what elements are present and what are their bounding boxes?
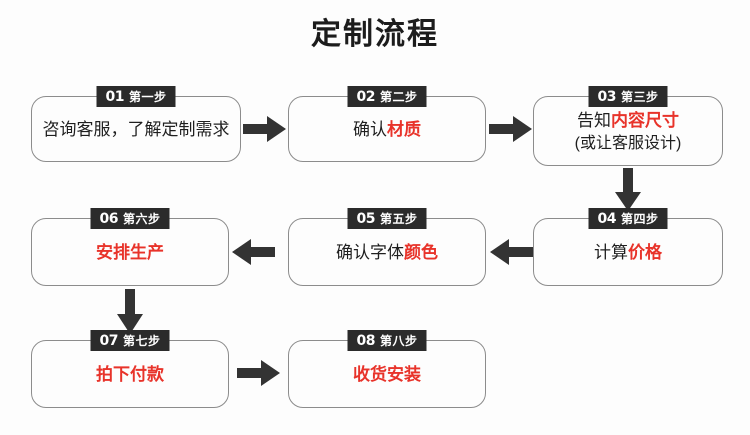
step-text-accent-02: 材质	[387, 119, 421, 139]
arrow-step1-to-step2	[243, 114, 287, 144]
arrow-step7-to-step8	[237, 358, 281, 388]
step-box-08[interactable]: 08 第八步 收货安装	[288, 330, 486, 408]
step-box-06[interactable]: 06 第六步 安排生产	[31, 208, 229, 286]
step-number-04: 04	[597, 210, 617, 227]
arrow-step2-to-step3	[489, 114, 533, 144]
step-text-accent-07: 拍下付款	[96, 364, 164, 384]
step-text-plain-01: 咨询客服，了解定制需求	[42, 119, 230, 139]
step-content-02: 确认材质	[343, 119, 431, 142]
step-content-03: 告知内容尺寸 (或让客服设计)	[565, 110, 692, 155]
step-number-06: 06	[99, 210, 119, 227]
step-badge-01: 01 第一步	[96, 86, 176, 107]
arrow-step5-to-step6	[231, 237, 275, 267]
step-subtext-03: (或让客服设计)	[574, 134, 682, 152]
step-number-02: 02	[356, 88, 376, 105]
step-content-05: 确认字体颜色	[326, 242, 448, 265]
step-content-07: 拍下付款	[86, 364, 174, 387]
step-text-plain-03: 告知	[576, 110, 611, 130]
step-number-07: 07	[99, 332, 119, 349]
step-box-02[interactable]: 02 第二步 确认材质	[288, 86, 486, 162]
step-text-plain-02: 确认	[353, 119, 387, 139]
step-number-08: 08	[356, 332, 376, 349]
step-number-05: 05	[356, 210, 376, 227]
step-content-08: 收货安装	[343, 364, 431, 387]
step-badge-07: 07 第七步	[90, 330, 170, 351]
page-title: 定制流程	[311, 18, 439, 51]
step-label-04: 第四步	[620, 211, 659, 226]
step-text-accent-05: 颜色	[404, 242, 438, 262]
step-content-06: 安排生产	[86, 242, 174, 265]
step-box-04[interactable]: 04 第四步 计算价格	[533, 208, 723, 286]
step-badge-03: 03 第三步	[588, 86, 668, 107]
step-label-01: 第一步	[128, 89, 167, 104]
step-number-01: 01	[105, 88, 125, 105]
step-label-02: 第二步	[379, 89, 418, 104]
step-badge-02: 02 第二步	[347, 86, 427, 107]
step-badge-04: 04 第四步	[588, 208, 668, 229]
step-box-05[interactable]: 05 第五步 确认字体颜色	[288, 208, 486, 286]
step-badge-08: 08 第八步	[347, 330, 427, 351]
arrow-step6-to-step7	[115, 289, 145, 335]
step-text-accent-06: 安排生产	[96, 242, 164, 262]
step-content-04: 计算价格	[584, 242, 672, 265]
step-text-plain-04: 计算	[594, 242, 628, 262]
step-text-plain-05: 确认字体	[336, 242, 404, 262]
step-badge-05: 05 第五步	[347, 208, 427, 229]
step-box-03[interactable]: 03 第三步 告知内容尺寸 (或让客服设计)	[533, 86, 723, 166]
step-label-06: 第六步	[122, 211, 161, 226]
arrow-step4-to-step5	[489, 237, 533, 267]
step-badge-06: 06 第六步	[90, 208, 170, 229]
step-text-accent-03: 内容尺寸	[610, 110, 679, 130]
step-content-01: 咨询客服，了解定制需求	[33, 119, 240, 142]
step-text-accent-04: 价格	[628, 242, 662, 262]
step-number-03: 03	[597, 88, 617, 105]
step-text-accent-08: 收货安装	[353, 364, 421, 384]
step-label-08: 第八步	[379, 333, 418, 348]
step-label-05: 第五步	[379, 211, 418, 226]
step-label-03: 第三步	[620, 89, 659, 104]
step-box-07[interactable]: 07 第七步 拍下付款	[31, 330, 229, 408]
arrow-step3-to-step4	[613, 168, 643, 212]
step-box-01[interactable]: 01 第一步 咨询客服，了解定制需求	[31, 86, 241, 162]
step-label-07: 第七步	[122, 333, 161, 348]
